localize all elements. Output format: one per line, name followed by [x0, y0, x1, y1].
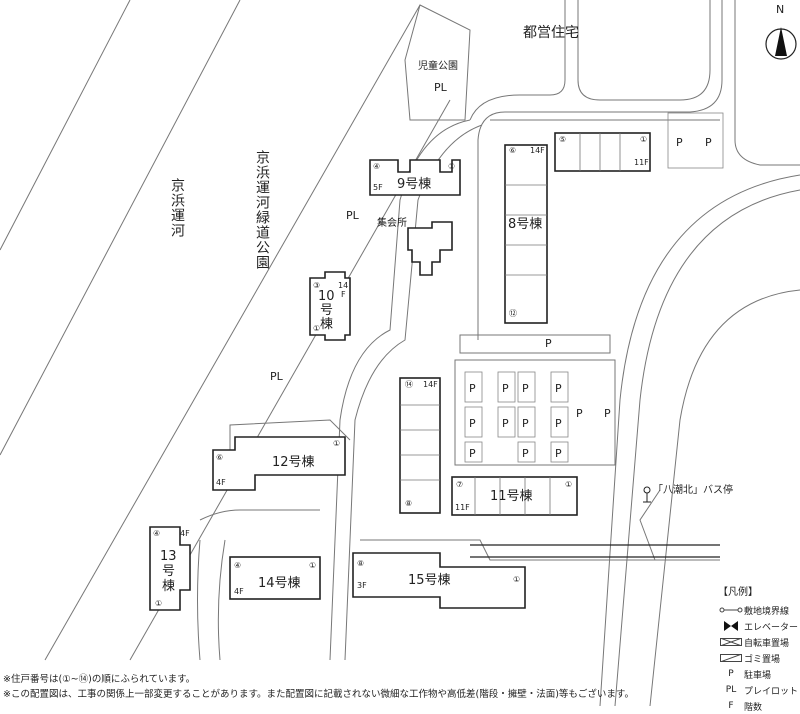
- parking-marker: P: [502, 382, 509, 395]
- legend-item-playlot: PL プレイロット: [718, 682, 800, 698]
- building-10-label-go: 号: [320, 303, 334, 318]
- building-9-unit-start: ④: [373, 162, 381, 171]
- building-13-floors: 4F: [180, 529, 190, 538]
- building-12-unit-start: ⑥: [216, 453, 224, 462]
- north-building-unit-start: ⑤: [559, 135, 567, 144]
- parking-marker: P: [705, 136, 712, 149]
- north-building-unit-end: ①: [640, 135, 648, 144]
- building-13-unit-start: ④: [153, 529, 161, 538]
- playlot-marker: PL: [434, 81, 447, 94]
- building-15-unit-start: ⑧: [357, 559, 365, 568]
- building-9-unit-end: ①: [448, 162, 456, 171]
- building-12-label: 12号棟: [272, 455, 315, 470]
- building-11-label: 11号棟: [490, 489, 533, 504]
- building-15-floors: 3F: [357, 581, 367, 590]
- parking-marker: P: [502, 417, 509, 430]
- legend-item-bicycle: 自転車置場: [718, 634, 800, 650]
- building-11-unit-start: ⑦: [456, 480, 464, 489]
- label-canal: 京浜運河: [169, 178, 185, 238]
- parking-marker: P: [522, 417, 529, 430]
- building-10-unit-end: ①: [313, 324, 321, 333]
- parking-marker: P: [469, 382, 476, 395]
- building-13-unit-end: ①: [155, 599, 163, 608]
- label-childrens-park: 児童公園: [418, 61, 458, 72]
- building-9-floors: 5F: [373, 183, 383, 192]
- north-label: N: [776, 3, 785, 16]
- building-12-floors: 4F: [216, 478, 226, 487]
- building-10-floors-f: F: [341, 290, 346, 299]
- parking-marker: P: [469, 417, 476, 430]
- playlot-symbol: PL: [725, 685, 737, 695]
- building-14-floors: 4F: [234, 587, 244, 596]
- building-9-label: 9号棟: [397, 177, 432, 192]
- north-compass-icon: [765, 27, 797, 60]
- playlot-marker: PL: [270, 370, 283, 383]
- playlot-marker: PL: [346, 209, 359, 222]
- legend-item-boundary: 敷地境界線: [718, 602, 800, 618]
- center-building-floors: 14F: [423, 380, 438, 389]
- center-building-unit-end: ⑧: [405, 499, 413, 508]
- building-8-unit-start: ⑥: [509, 146, 517, 155]
- legend-item-parking: P 駐車場: [718, 666, 800, 682]
- garbage-area-icon: [718, 654, 744, 662]
- center-building-unit-start: ⑭: [405, 380, 413, 389]
- building-11-floors: 11F: [455, 503, 470, 512]
- parking-marker: P: [555, 447, 562, 460]
- label-meeting-hall: 集会所: [377, 218, 407, 229]
- parking-marker: P: [676, 136, 683, 149]
- label-canal-green-park: 京浜運河緑道公園: [254, 150, 270, 270]
- label-bus-stop: 「八潮北」バス停: [653, 485, 733, 496]
- label-public-housing: 都営住宅: [523, 25, 579, 41]
- building-12-unit-end: ①: [333, 439, 341, 448]
- building-10-label-to: 棟: [320, 317, 334, 332]
- parking-marker: P: [522, 447, 529, 460]
- building-13-label-to: 棟: [162, 579, 176, 594]
- building-10-floors: 14: [338, 281, 349, 290]
- footnotes: ※住戸番号は(①~⑭)の順にふられています。 ※この配置図は、工事の関係上一部変…: [3, 672, 634, 702]
- building-14-unit-start: ④: [234, 561, 242, 570]
- legend-item-floors: F 階数: [718, 698, 800, 714]
- building-8-label: 8号棟: [508, 217, 543, 232]
- parking-marker: P: [545, 337, 552, 350]
- footnote-unit-numbering: ※住戸番号は(①~⑭)の順にふられています。: [3, 674, 196, 685]
- north-building-floors: 11F: [634, 158, 649, 167]
- parking-marker: P: [555, 382, 562, 395]
- building-15-label: 15号棟: [408, 573, 451, 588]
- parking-marker: P: [576, 407, 583, 420]
- parking-marker: P: [522, 382, 529, 395]
- legend-item-garbage: ゴミ置場: [718, 650, 800, 666]
- legend-item-elevator: エレベーター: [718, 618, 800, 634]
- building-8-floors: 14F: [530, 146, 545, 155]
- legend: 【凡例】 敷地境界線 エレベーター 自転車置場 ゴミ置場 P 駐車場 PL プレ…: [718, 583, 800, 714]
- building-10-label-num: 10: [318, 289, 335, 304]
- parking-symbol: P: [728, 669, 734, 679]
- footnote-disclaimer: ※この配置図は、工事の関係上一部変更することがあります。また配置図に記載されない…: [3, 689, 634, 700]
- parking-marker: P: [555, 417, 562, 430]
- building-13-label-num: 13: [160, 549, 177, 564]
- building-8-unit-end: ⑫: [509, 309, 517, 318]
- boundary-line-icon: [718, 607, 744, 613]
- building-11-unit-end: ①: [565, 480, 573, 489]
- building-10-unit-start: ③: [313, 281, 321, 290]
- building-15-unit-end: ①: [513, 575, 521, 584]
- elevator-icon: [718, 621, 744, 631]
- building-14-label: 14号棟: [258, 576, 301, 591]
- floors-symbol: F: [728, 701, 734, 711]
- parking-marker: P: [604, 407, 611, 420]
- legend-title: 【凡例】: [718, 587, 758, 598]
- bicycle-parking-icon: [718, 638, 744, 646]
- parking-marker: P: [469, 447, 476, 460]
- building-13-label-go: 号: [162, 564, 176, 579]
- building-14-unit-end: ①: [309, 561, 317, 570]
